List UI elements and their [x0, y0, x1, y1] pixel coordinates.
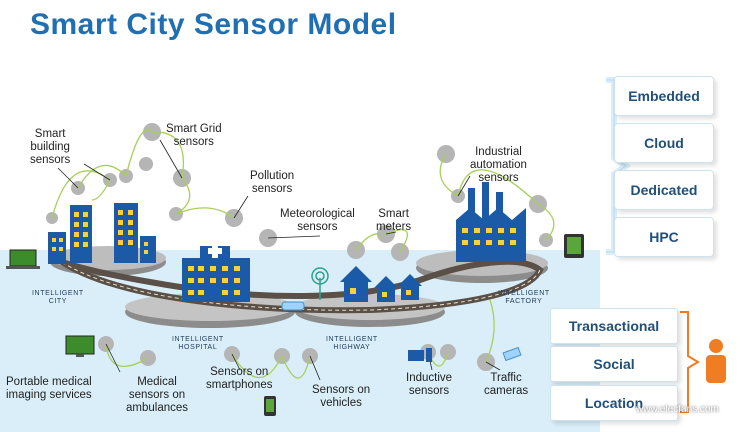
label-meteorological-sensors: Meteorological sensors	[280, 208, 355, 233]
app-location: Location	[550, 385, 678, 421]
factory-building	[456, 182, 526, 262]
house	[374, 276, 398, 302]
label-industrial-automation-sensors: Industrial automation sensors	[470, 146, 527, 184]
label-inductive-sensors: Inductive sensors	[406, 372, 453, 397]
smartphone-icon	[264, 396, 276, 416]
city-building	[114, 203, 138, 263]
label-pollution-sensors: Pollution sensors	[250, 170, 295, 195]
label-portable-medical-imaging: Portable medical imaging services	[6, 376, 92, 401]
label-leaders	[57, 139, 501, 381]
laptop-icon	[6, 249, 40, 269]
watermark: www.elecfans.com	[636, 404, 719, 415]
car-icon	[281, 301, 305, 311]
tier-cloud: Cloud	[614, 123, 714, 163]
city-building	[140, 236, 156, 263]
label-sensors-smartphones: Sensors on smartphones	[206, 366, 273, 391]
city-building	[48, 232, 66, 264]
house	[398, 274, 422, 300]
label-smart-building-sensors: Smart building sensors	[30, 128, 71, 166]
tablet-icon	[564, 234, 584, 258]
house	[340, 266, 372, 302]
computer-icon	[408, 348, 432, 362]
monitor-icon	[65, 335, 95, 357]
radio-tower-icon	[311, 267, 329, 300]
app-transactional: Transactional	[550, 308, 678, 344]
person-icon	[706, 339, 726, 383]
label-medical-sensors-ambulances: Medical sensors on ambulances	[126, 376, 189, 414]
label-sensors-vehicles: Sensors on vehicles	[312, 384, 371, 409]
label-smart-grid-sensors: Smart Grid sensors	[166, 123, 222, 148]
apps-bracket	[680, 311, 700, 413]
label-traffic-cameras: Traffic cameras	[484, 372, 529, 397]
ring-road	[60, 258, 544, 314]
tier-hpc: HPC	[614, 217, 714, 257]
tier-dedicated: Dedicated	[614, 170, 714, 210]
camera-icon	[502, 346, 522, 362]
label-smart-meters: Smart meters	[376, 208, 412, 233]
app-social: Social	[550, 346, 678, 382]
tier-embedded: Embedded	[614, 76, 714, 116]
city-building	[70, 205, 92, 263]
page-title: Smart City Sensor Model	[30, 8, 397, 41]
